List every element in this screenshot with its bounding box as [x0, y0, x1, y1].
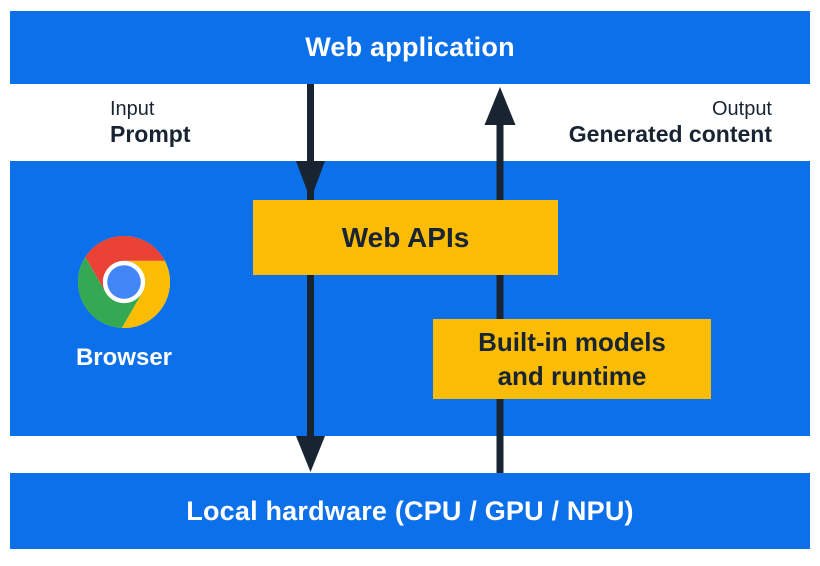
input-title: Input [110, 98, 155, 120]
local-hardware-bar: Local hardware (CPU / GPU / NPU) [10, 473, 810, 549]
browser-label: Browser [75, 344, 173, 371]
builtin-models-label-line1: Built-in models [478, 327, 666, 357]
local-hardware-label: Local hardware (CPU / GPU / NPU) [186, 495, 634, 526]
output-flow-label: Output Generated content [569, 97, 772, 147]
builtin-models-label-line2: and runtime [497, 361, 647, 391]
web-apis-label: Web APIs [341, 221, 470, 253]
web-application-bar: Web application [10, 11, 810, 84]
builtin-models-box: Built-in models and runtime [433, 319, 711, 399]
output-subtitle: Generated content [568, 121, 772, 147]
input-flow-label: Input Prompt [110, 97, 191, 147]
web-apis-box: Web APIs [253, 200, 558, 275]
web-application-label: Web application [305, 32, 515, 62]
output-title: Output [711, 98, 772, 120]
chrome-browser-icon [78, 236, 170, 328]
input-subtitle: Prompt [110, 121, 191, 147]
